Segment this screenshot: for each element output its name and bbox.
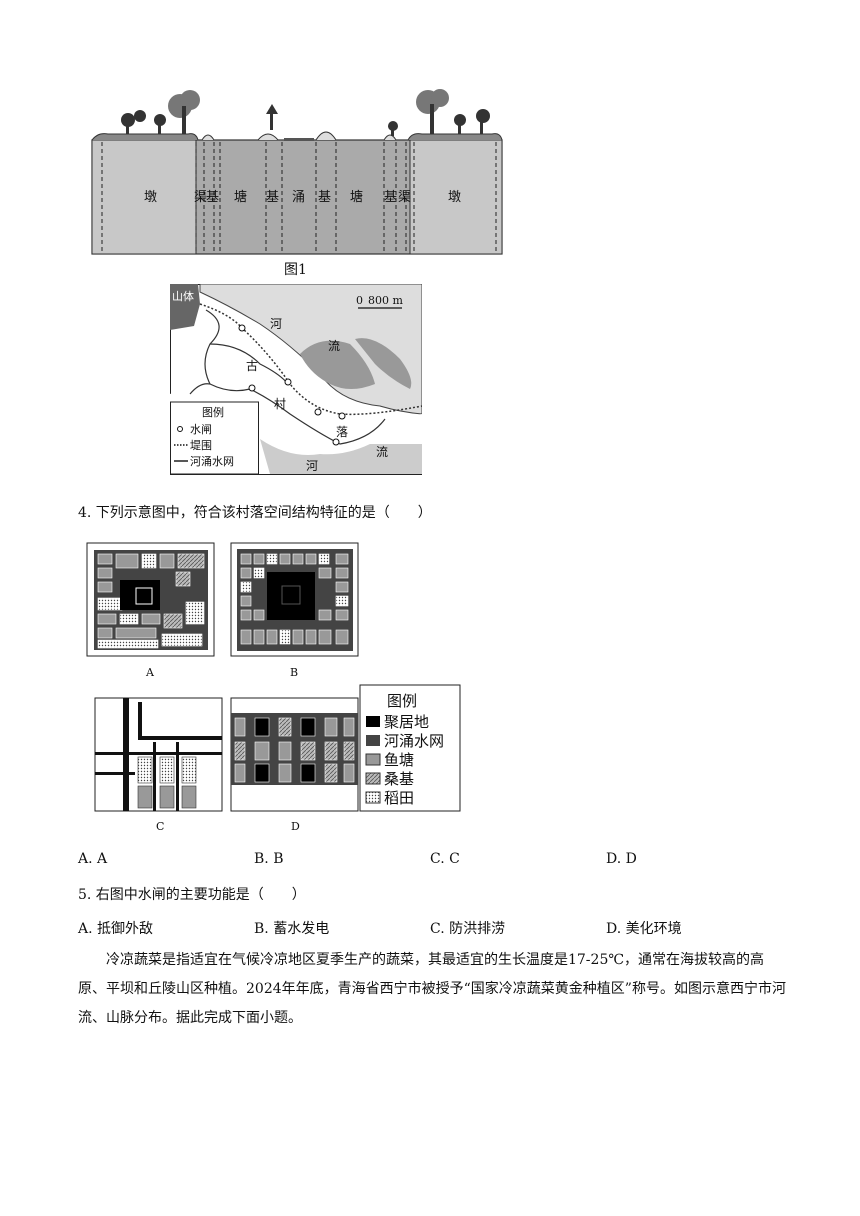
q4-option-b[interactable]: B. B xyxy=(254,851,284,867)
legend-title: 图例 xyxy=(202,405,224,419)
question-4: 4. 下列示意图中，符合该村落空间结构特征的是（ ） xyxy=(78,505,432,521)
section-label: 墩 xyxy=(144,190,157,205)
section-label: 渠 xyxy=(194,190,207,205)
section-label: 基 xyxy=(384,190,397,205)
legend-mulberry: 桑基 xyxy=(384,770,414,788)
section-label: 塘 xyxy=(350,189,363,205)
legend-paddy: 稻田 xyxy=(384,789,414,807)
village-label: 村 xyxy=(274,397,286,411)
q5-option-d[interactable]: D. 美化环境 xyxy=(606,921,682,937)
panel-label: C xyxy=(156,820,164,832)
village-label: 古 xyxy=(246,358,258,373)
section-label: 渠 xyxy=(398,190,411,205)
panel-label: D xyxy=(291,820,300,832)
structure-diagrams: 图例 聚居地 河涌水网 鱼塘 桑基 稻田 A B C D xyxy=(86,542,461,832)
figure1-caption: 图1 xyxy=(284,262,307,278)
q4-option-a[interactable]: A. A xyxy=(78,851,108,867)
section-label: 基 xyxy=(266,190,279,205)
reading-passage: 冷凉蔬菜是指适宜在气候冷凉地区夏季生产的蔬菜，其最适宜的生长温度是17-25℃，… xyxy=(78,946,790,1033)
section-label: 基 xyxy=(318,190,331,205)
scale-end: 800 m xyxy=(368,294,403,307)
question-5: 5. 右图中水闸的主要功能是（ ） xyxy=(78,887,306,903)
panel-label: B xyxy=(290,666,298,679)
river-label: 河 xyxy=(306,459,318,473)
legend-settlement: 聚居地 xyxy=(384,713,429,731)
q4-legend-title: 图例 xyxy=(387,692,417,710)
q4-option-d[interactable]: D. D xyxy=(606,851,637,867)
river-label: 河 xyxy=(270,317,282,331)
cross-section-figure: 墩 渠 基 塘 基 涌 基 塘 基 渠 墩 xyxy=(91,89,503,255)
q5-option-c[interactable]: C. 防洪排涝 xyxy=(430,921,506,937)
legend-sluice: 水闸 xyxy=(190,423,212,436)
q5-option-a[interactable]: A. 抵御外敌 xyxy=(78,921,154,937)
section-label: 墩 xyxy=(448,190,461,205)
legend-waterway: 河涌水网 xyxy=(190,455,234,468)
legend-fishpond: 鱼塘 xyxy=(384,751,414,769)
mountain-label: 山体 xyxy=(172,289,194,303)
q5-option-b[interactable]: B. 蓄水发电 xyxy=(254,921,330,937)
village-map: 山体 0 800 m 河 流 古 村 落 河 流 图例 水闸 堤围 河涌水网 xyxy=(170,284,422,475)
legend-levee: 堤围 xyxy=(190,439,212,452)
scale-start: 0 xyxy=(356,294,363,307)
section-label: 涌 xyxy=(292,190,305,205)
q4-option-c[interactable]: C. C xyxy=(430,851,460,867)
section-label: 塘 xyxy=(234,189,247,205)
panel-label: A xyxy=(145,666,155,679)
section-label: 基 xyxy=(206,190,219,205)
river-label: 流 xyxy=(328,339,340,353)
village-label: 落 xyxy=(336,425,348,439)
legend-waterway: 河涌水网 xyxy=(384,732,444,750)
passage-text: 冷凉蔬菜是指适宜在气候冷凉地区夏季生产的蔬菜，其最适宜的生长温度是17-25℃，… xyxy=(78,952,786,1026)
river-label: 流 xyxy=(376,445,388,459)
